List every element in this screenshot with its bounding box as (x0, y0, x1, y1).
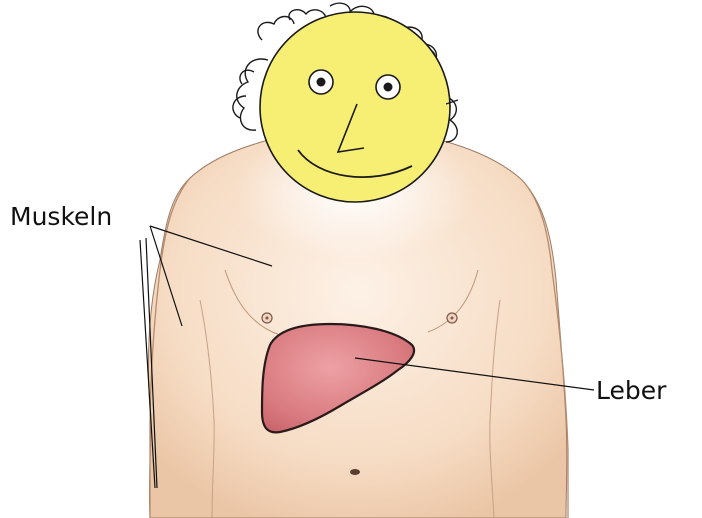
muscles-label: Muskeln (10, 204, 112, 229)
nipple-right (447, 313, 457, 323)
navel (350, 469, 360, 475)
liver-label: Leber (596, 378, 666, 403)
nipple-left (262, 313, 272, 323)
